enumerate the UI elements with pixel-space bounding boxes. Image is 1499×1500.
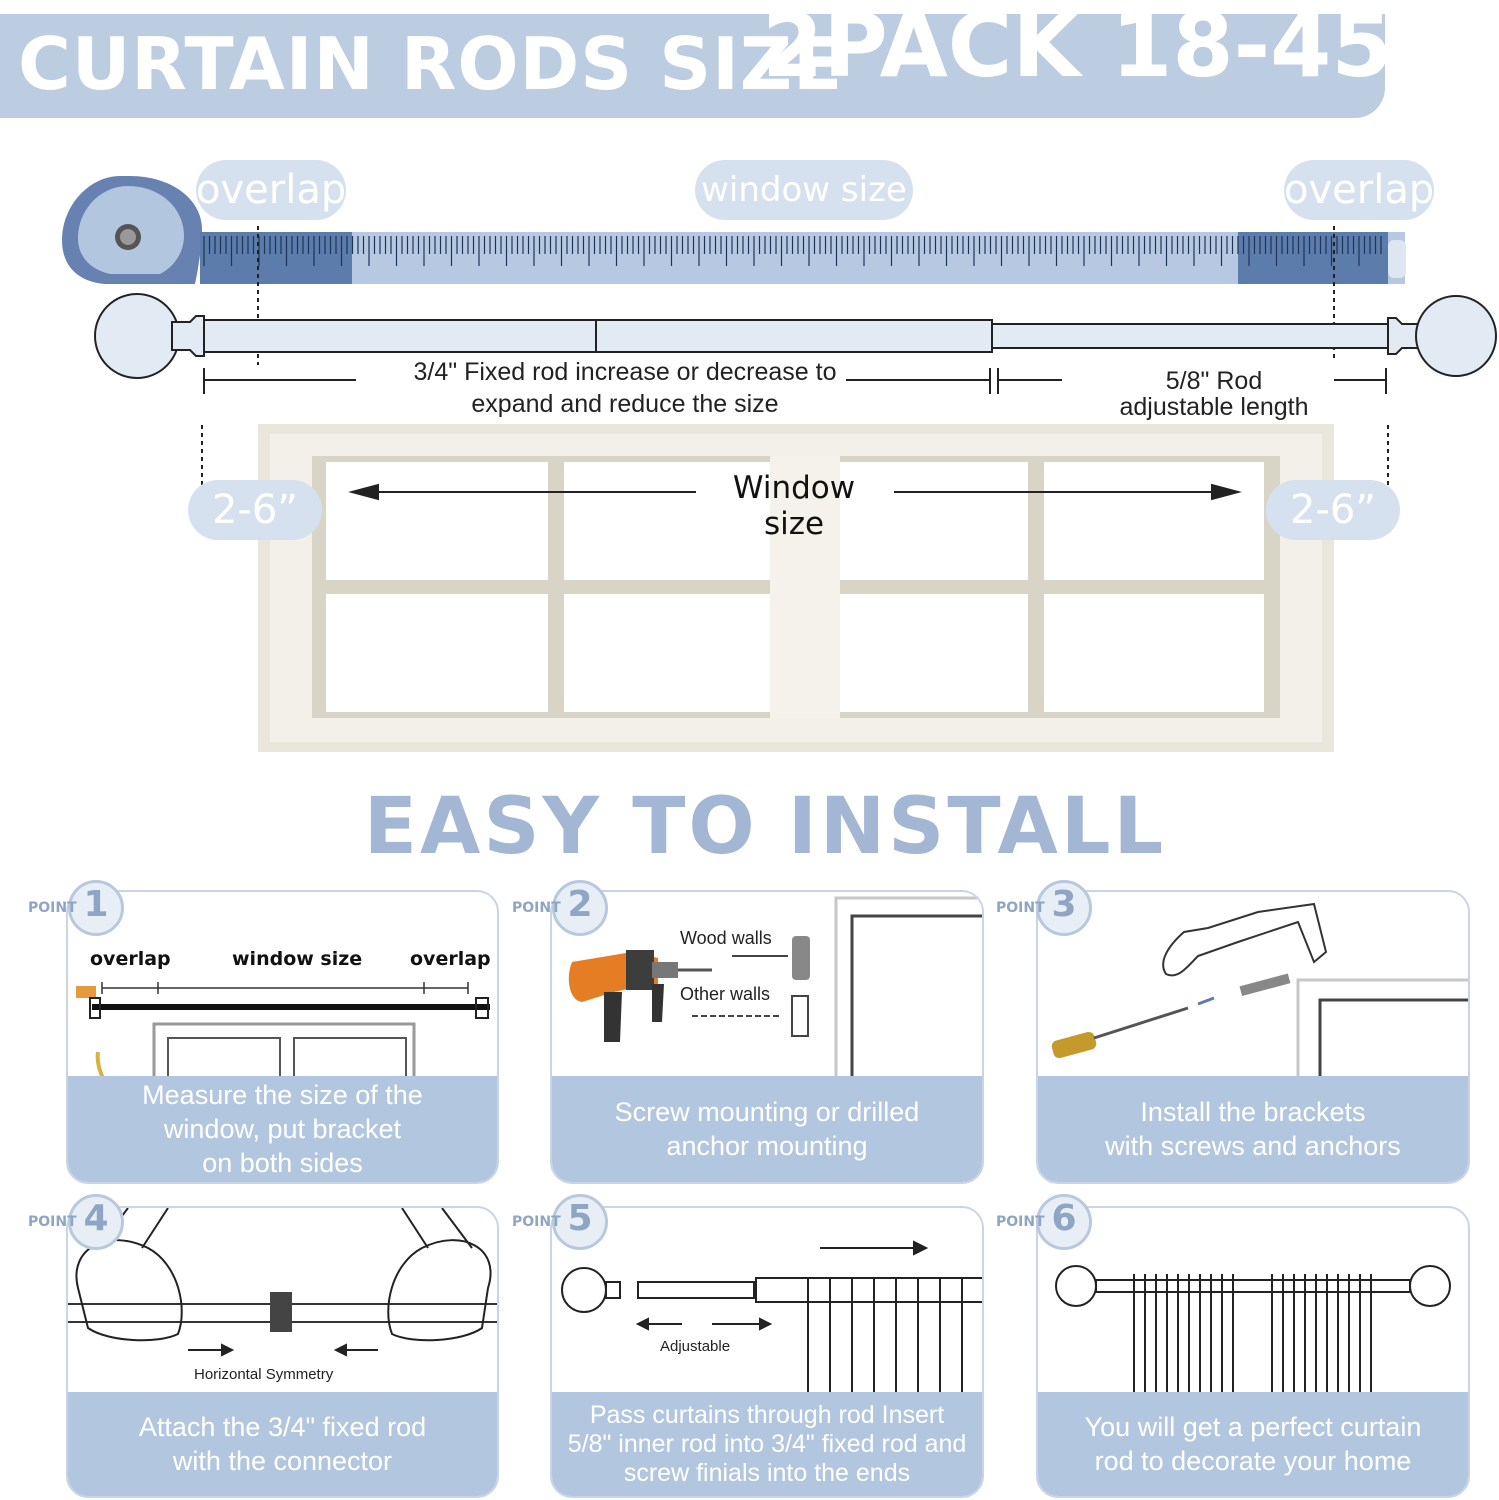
adjustable-rod-label: 5/8" Rod adjustable length [1100, 368, 1328, 420]
step2-caption-line: anchor mounting [666, 1131, 868, 1161]
step-card-4: Horizontal Symmetry Attach the 3/4" fixe… [66, 1206, 499, 1498]
adjustable-line2: adjustable length [1119, 393, 1309, 421]
step4-label-symmetry: Horizontal Symmetry [194, 1366, 334, 1383]
badge-word: POINT [28, 900, 77, 916]
step5-illustration [561, 1240, 982, 1398]
install-title: EASY TO INSTALL [363, 782, 1167, 872]
step1-label-window-size: window size [232, 948, 363, 970]
bubble-overlap-left: overlap [196, 160, 346, 220]
step3-illustration [1051, 902, 1468, 1092]
step4-caption: Attach the 3/4" fixed rod with the conne… [68, 1392, 497, 1496]
window-size-arrow-label: Window size [732, 470, 856, 542]
header-title-right: 2PACK 18-45” [762, 0, 1451, 97]
step5-badge: POINT 5 [512, 1194, 608, 1252]
badge-number: 3 [1051, 884, 1077, 925]
step1-caption: Measure the size of the window, put brac… [68, 1076, 497, 1182]
step6-caption-line: rod to decorate your home [1094, 1446, 1412, 1476]
bubble-side-left: 2-6” [188, 480, 322, 540]
drill-icon [568, 950, 712, 1042]
screwdriver-icon [1051, 1006, 1189, 1059]
badge-word: POINT [996, 900, 1045, 916]
step-card-3: Install the brackets with screws and anc… [1036, 890, 1470, 1184]
step5-caption-line: 5/8" inner rod into 3/4" fixed rod and [567, 1429, 967, 1458]
step1-caption-line: on both sides [202, 1148, 363, 1178]
step1-label-overlap-right: overlap [410, 948, 491, 970]
badge-number: 4 [83, 1198, 109, 1239]
badge-circle [1036, 880, 1092, 936]
badge-word: POINT [512, 900, 561, 916]
step5-caption-line: screw finials into the ends [623, 1458, 911, 1487]
step-card-2: Wood walls Other walls Screw mounting or… [550, 890, 984, 1184]
step2-badge: POINT 2 [512, 880, 608, 938]
step6-badge: POINT 6 [996, 1194, 1092, 1252]
tape-strip [200, 232, 1405, 284]
right-hand-icon [387, 1208, 492, 1342]
step1-caption-line: window, put bracket [163, 1114, 402, 1144]
window-illustration [258, 424, 1334, 752]
step6-caption: You will get a perfect curtain rod to de… [1038, 1392, 1468, 1496]
step1-caption-line: Measure the size of the [142, 1080, 423, 1110]
step3-caption-line: with screws and anchors [1105, 1131, 1401, 1161]
step2-label-other-walls: Other walls [680, 984, 771, 1004]
badge-number: 1 [83, 884, 109, 925]
bubble-window-size: window size [695, 160, 913, 220]
badge-circle [68, 880, 124, 936]
step5-caption-line: Pass curtains through rod Insert [589, 1400, 945, 1429]
badge-circle [552, 880, 608, 936]
bubble-side-right: 2-6” [1266, 480, 1400, 540]
header-title-left: CURTAIN RODS SIZE [18, 22, 844, 106]
bracket-icon [1162, 902, 1328, 977]
badge-circle [68, 1194, 124, 1250]
step4-caption-line: Attach the 3/4" fixed rod [138, 1412, 427, 1442]
step2-illustration [568, 896, 982, 1092]
fixed-rod-line1: 3/4" Fixed rod increase or decrease to [413, 358, 837, 386]
step3-caption: Install the brackets with screws and anc… [1038, 1076, 1468, 1182]
step3-badge: POINT 3 [996, 880, 1092, 938]
badge-number: 6 [1051, 1198, 1077, 1239]
step2-label-wood-walls: Wood walls [680, 928, 772, 948]
badge-word: POINT [28, 1214, 77, 1230]
step4-badge: POINT 4 [28, 1194, 124, 1252]
step1-label-overlap-left: overlap [90, 948, 171, 970]
bubble-overlap-right: overlap [1284, 160, 1434, 220]
step6-illustration [1055, 1265, 1451, 1398]
step5-caption: Pass curtains through rod Insert 5/8" in… [552, 1392, 982, 1496]
adjustable-line1: 5/8" Rod [1165, 367, 1263, 395]
tape-overlap-right [1238, 232, 1388, 284]
fixed-rod-label: 3/4" Fixed rod increase or decrease to e… [380, 356, 870, 420]
badge-word: POINT [512, 1214, 561, 1230]
step3-caption-line: Install the brackets [1140, 1097, 1366, 1127]
step2-caption-line: Screw mounting or drilled [614, 1097, 920, 1127]
step-card-5: Adjustable Pass curtains through rod Ins… [550, 1206, 984, 1498]
badge-number: 2 [567, 884, 593, 925]
step4-caption-line: with the connector [172, 1446, 393, 1476]
step6-caption-line: You will get a perfect curtain [1084, 1412, 1422, 1442]
step1-illustration [76, 982, 490, 1092]
step-card-1: overlap window size overlap Measure the … [66, 890, 499, 1184]
step1-badge: POINT 1 [28, 880, 124, 938]
fixed-rod-line2: expand and reduce the size [471, 390, 779, 418]
size-diagram [62, 176, 1497, 752]
header-banner [0, 14, 1385, 118]
badge-circle [552, 1194, 608, 1250]
badge-word: POINT [996, 1214, 1045, 1230]
curtain-rod-diagram [94, 293, 1497, 379]
step5-label-adjustable: Adjustable [660, 1338, 731, 1355]
step-card-6: You will get a perfect curtain rod to de… [1036, 1206, 1470, 1498]
step2-caption: Screw mounting or drilled anchor mountin… [552, 1076, 982, 1182]
badge-circle [1036, 1194, 1092, 1250]
badge-number: 5 [567, 1198, 593, 1239]
tape-measure-icon [62, 176, 202, 284]
